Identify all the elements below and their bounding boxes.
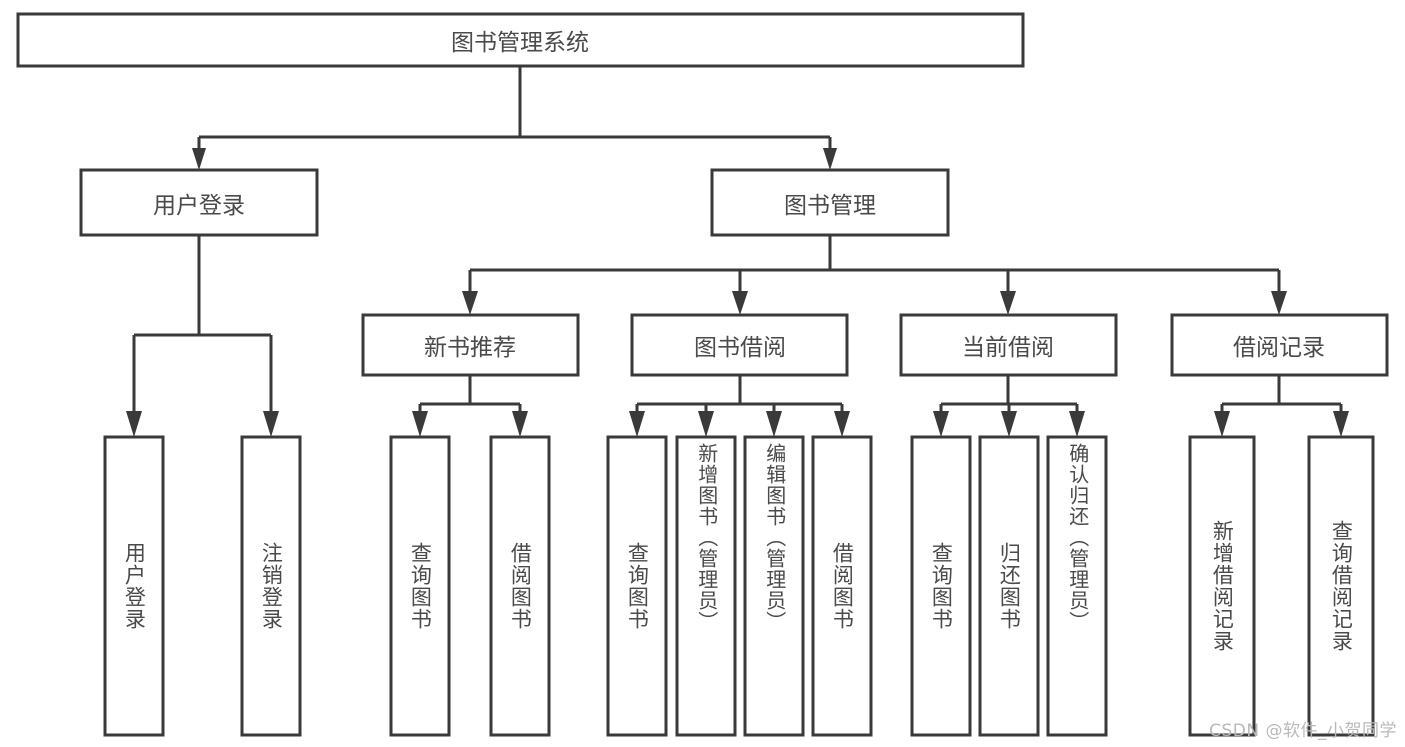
arrow-root-to-user-login xyxy=(192,148,206,170)
arrow-borrow-leaf-1 xyxy=(629,411,645,437)
leaf-book-borrow-3[interactable] xyxy=(811,435,873,737)
node-user-login[interactable] xyxy=(79,168,319,237)
arrow-bookmanage-to-newbook xyxy=(462,291,478,315)
connectors-group xyxy=(126,66,1349,437)
leaf-book-borrow-1[interactable] xyxy=(675,435,737,737)
arrow-record-leaf-1 xyxy=(1214,411,1230,437)
leaf-user-login-0[interactable] xyxy=(103,435,165,737)
leaf-current-borrow-2[interactable] xyxy=(1046,435,1108,737)
arrow-borrow-leaf-3 xyxy=(766,411,782,437)
node-borrow-record[interactable] xyxy=(1170,313,1389,377)
arrow-borrow-leaf-4 xyxy=(834,411,850,437)
arrow-record-leaf-2 xyxy=(1333,411,1349,437)
arrow-bookmanage-to-current xyxy=(1000,291,1016,315)
arrow-current-leaf-3 xyxy=(1069,411,1085,437)
arrow-borrow-leaf-2 xyxy=(698,411,714,437)
arrow-current-leaf-2 xyxy=(1001,411,1017,437)
leaf-current-borrow-0[interactable] xyxy=(910,435,972,737)
node-borrow-record-label: 借阅记录 xyxy=(1233,335,1325,361)
node-current-borrow-label: 当前借阅 xyxy=(962,335,1054,361)
arrow-newbook-leaf-1 xyxy=(412,411,428,437)
arrow-current-leaf-1 xyxy=(933,411,949,437)
arrow-bookmanage-to-record xyxy=(1271,291,1287,315)
boxes-group xyxy=(16,12,1389,737)
leaf-borrow-record-1[interactable] xyxy=(1307,435,1375,737)
leaf-new-book-0[interactable] xyxy=(389,435,451,737)
node-new-book-recommend-label: 新书推荐 xyxy=(424,335,516,361)
node-current-borrow[interactable] xyxy=(899,313,1118,377)
node-book-management[interactable] xyxy=(710,168,950,237)
leaf-borrow-record-0[interactable] xyxy=(1188,435,1256,737)
arrow-bookmanage-to-borrow xyxy=(732,291,748,315)
arrow-userlogin-leaf-2 xyxy=(263,411,279,437)
leaf-new-book-1[interactable] xyxy=(489,435,551,737)
node-root[interactable] xyxy=(16,12,1025,68)
arrow-newbook-leaf-2 xyxy=(512,411,528,437)
node-book-borrow-label: 图书借阅 xyxy=(694,335,786,361)
leaf-book-borrow-0[interactable] xyxy=(606,435,668,737)
arrow-root-to-book-manage xyxy=(823,148,837,170)
leaf-book-borrow-2[interactable] xyxy=(743,435,805,737)
leaf-current-borrow-1[interactable] xyxy=(978,435,1040,737)
arrow-userlogin-leaf-1 xyxy=(126,411,142,437)
node-new-book-recommend[interactable] xyxy=(361,313,580,377)
node-book-borrow[interactable] xyxy=(630,313,849,377)
node-user-login-label: 用户登录 xyxy=(153,193,245,219)
node-book-management-label: 图书管理 xyxy=(784,193,876,219)
leaf-user-login-1[interactable] xyxy=(240,435,302,737)
node-root-label: 图书管理系统 xyxy=(451,30,589,56)
